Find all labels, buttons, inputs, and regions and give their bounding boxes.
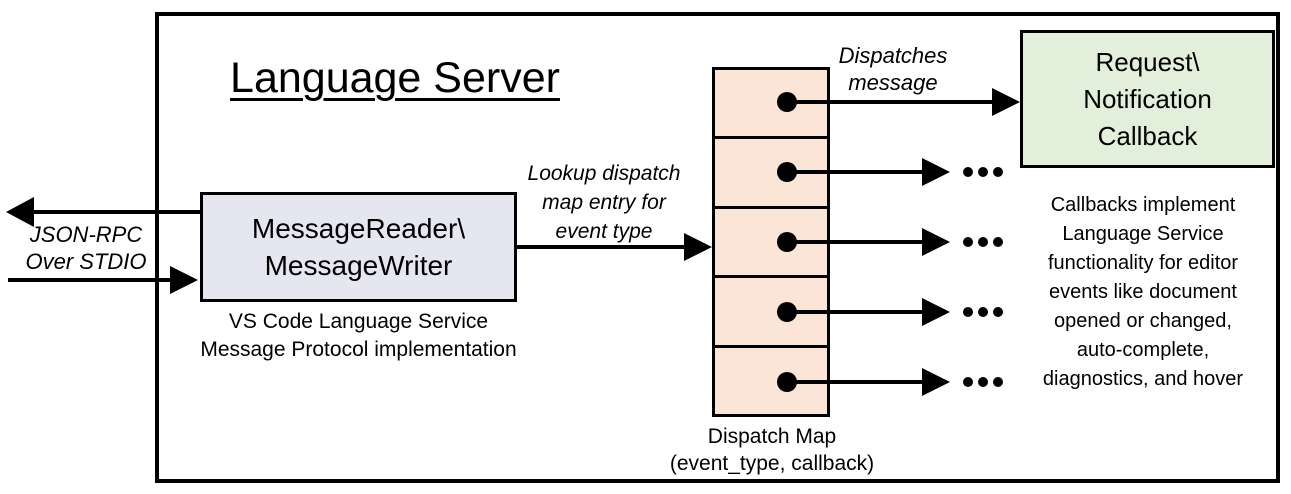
callback-box-line2: Notification xyxy=(1083,83,1212,114)
dispatch-map-cell-1 xyxy=(715,70,827,136)
dispatch-map-caption-line1: Dispatch Map xyxy=(707,425,837,448)
dispatch-map-table xyxy=(712,67,830,417)
callbacks-note-line3: functionality for editor xyxy=(1047,252,1239,274)
callback-box-line3: Callback xyxy=(1097,120,1198,151)
callbacks-note-line2: Language Service xyxy=(1062,223,1224,245)
callbacks-note: Callbacks implement Language Service fun… xyxy=(1023,191,1263,394)
message-caption-line1: VS Code Language Service xyxy=(228,310,489,333)
request-notification-callback-box: Request\ Notification Callback xyxy=(1020,30,1275,168)
callbacks-note-line1: Callbacks implement xyxy=(1050,194,1236,216)
callbacks-note-line5: opened or changed, xyxy=(1054,310,1232,332)
diagram-title: Language Server xyxy=(230,54,560,102)
callbacks-note-line7: diagnostics, and hover xyxy=(1042,368,1244,390)
message-box-line2: MessageWriter xyxy=(264,250,453,281)
dispatch-map-cell-5 xyxy=(715,344,827,414)
stdio-label: JSON-RPC Over STDIO xyxy=(10,221,162,275)
dispatch-map-cell-4 xyxy=(715,275,827,344)
message-reader-writer-box: MessageReader\ MessageWriter xyxy=(200,192,517,302)
message-box-line1: MessageReader\ xyxy=(251,213,466,244)
dispatches-label: Dispatches message xyxy=(828,42,958,96)
dispatch-map-caption-line2: (event_type, callback) xyxy=(669,452,875,475)
dispatch-map-cell-2 xyxy=(715,136,827,205)
message-box-caption: VS Code Language Service Message Protoco… xyxy=(178,308,539,364)
callbacks-note-line6: auto-complete, xyxy=(1076,339,1210,361)
dispatches-label-line2: message xyxy=(848,70,938,95)
callbacks-note-line4: events like document xyxy=(1049,281,1237,303)
lookup-label: Lookup dispatch map entry for event type xyxy=(518,159,690,246)
stdio-label-line2: Over STDIO xyxy=(25,249,147,274)
dispatch-map-cell-3 xyxy=(715,205,827,275)
message-caption-line2: Message Protocol implementation xyxy=(200,338,517,361)
stdio-label-line1: JSON-RPC xyxy=(29,222,143,247)
dispatches-label-line1: Dispatches xyxy=(838,43,948,68)
dispatch-map-caption: Dispatch Map (event_type, callback) xyxy=(659,423,885,477)
language-server-boundary-box xyxy=(155,12,1280,483)
lookup-label-line2: map entry for xyxy=(542,191,666,214)
lookup-label-line1: Lookup dispatch xyxy=(527,162,681,185)
callback-box-line1: Request\ xyxy=(1095,46,1200,77)
lookup-label-line3: event type xyxy=(555,220,653,243)
